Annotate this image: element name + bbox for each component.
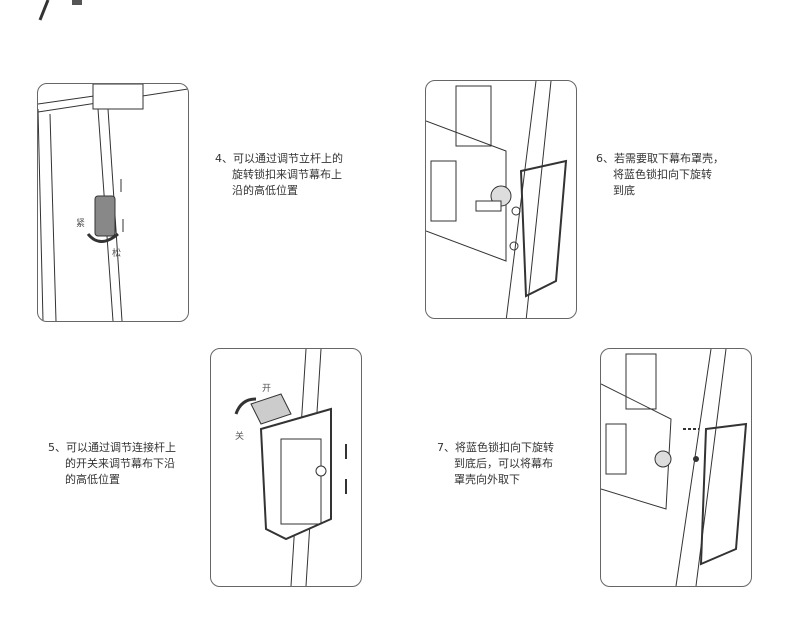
step-line: 罩壳向外取下 [454,473,520,486]
illustration-connector-switch [210,348,362,587]
step-line: 到底 [613,184,635,197]
illustration-cover-detach [600,348,752,587]
step-5-text: 5、可以通过调节连接杆上 的开关来调节幕布下沿 的高低位置 [48,440,176,488]
illustration-pole-lock [37,83,189,322]
illustration-remove-cover [425,80,577,319]
step-line: 5、可以通过调节连接杆上 [48,441,176,454]
label-tighten: 紧 [76,219,86,229]
step-line: 7、将蓝色锁扣向下旋转 [437,441,554,454]
step-line: 4、可以通过调节立杆上的 [215,152,343,165]
label-close: 关 [235,432,245,442]
step-line: 到底后，可以将幕布 [454,457,553,470]
step-line: 的开关来调节幕布下沿 [65,457,175,470]
step-line: 的高低位置 [65,473,120,486]
step-line: 沿的高低位置 [232,184,298,197]
step-line: 旋转锁扣来调节幕布上 [232,168,342,181]
label-loosen: 松 [112,249,122,259]
step-7-text: 7、将蓝色锁扣向下旋转 到底后，可以将幕布 罩壳向外取下 [437,440,554,488]
step-line: 6、若需要取下幕布罩壳， [596,152,724,165]
step-line: 将蓝色锁扣向下旋转 [613,168,712,181]
label-open: 开 [262,384,272,394]
tripod-fragment-illustration [38,0,82,21]
step-4-text: 4、可以通过调节立杆上的 旋转锁扣来调节幕布上 沿的高低位置 [215,151,343,199]
step-6-text: 6、若需要取下幕布罩壳， 将蓝色锁扣向下旋转 到底 [596,151,724,199]
